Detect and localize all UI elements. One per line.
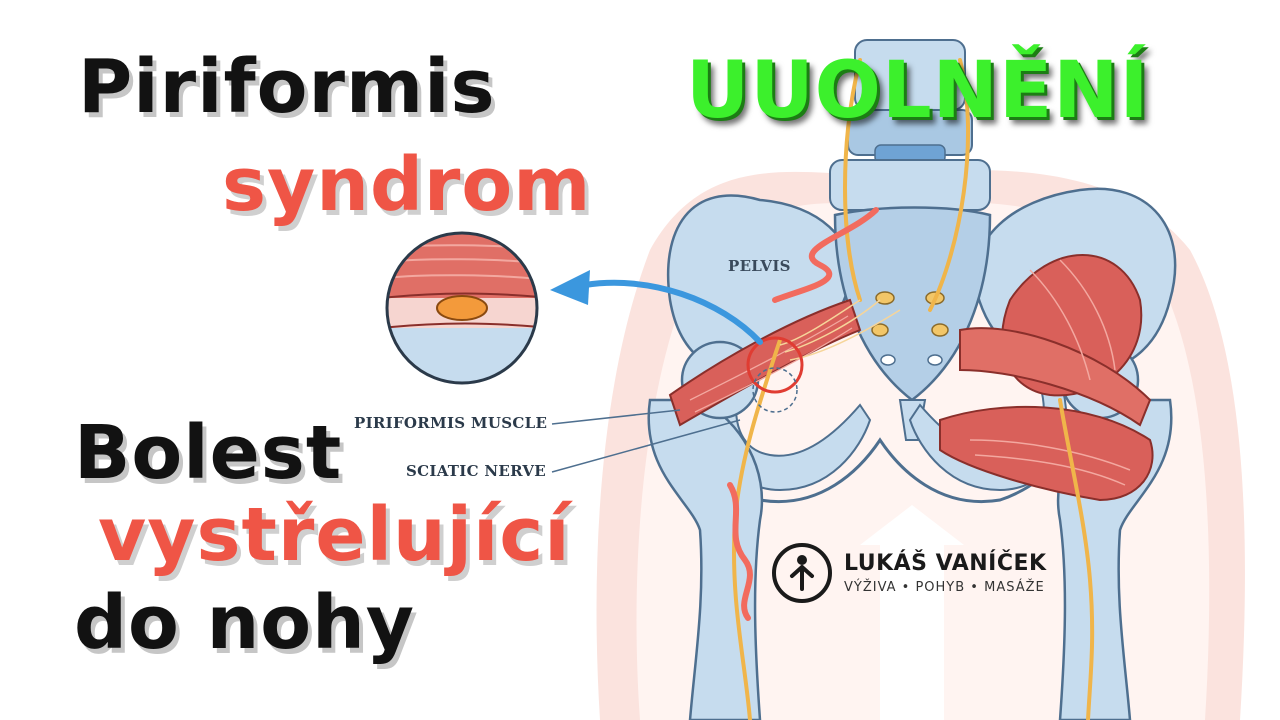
brand-name: LUKÁŠ VANÍČEK [844, 551, 1047, 576]
up-arrow-shape [860, 505, 964, 720]
sacral-foramina [871, 291, 949, 337]
right-gluteal-muscles [939, 254, 1154, 502]
focus-circle [746, 336, 804, 394]
piriformis-fibers [689, 315, 853, 413]
pain-zigzag-upper [772, 207, 879, 303]
title-line-1: Piriformis [78, 44, 496, 130]
brand-logo-icon [772, 543, 832, 603]
nerve-leader-line [551, 419, 741, 473]
callout-arrowhead [550, 270, 590, 305]
title-badge: UUOLNĚNÍ [686, 46, 1150, 136]
focus-circle-dashed [752, 367, 798, 413]
zoom-inset [385, 231, 539, 385]
brand-block: LUKÁŠ VANÍČEK VÝŽIVA • POHYB • MASÁŽE [772, 543, 1047, 603]
subtitle-line-3: do nohy [74, 580, 416, 666]
muscle-leader-line [551, 409, 681, 425]
piriformis-muscle-label: PIRIFORMIS MUSCLE [354, 414, 548, 432]
subtitle-line-2: vystřelující [98, 492, 571, 578]
sacral-holes [880, 354, 943, 366]
subtitle-line-1: Bolest [74, 410, 343, 496]
title-line-2: syndrom [222, 142, 592, 228]
brand-logo-spacer [772, 543, 832, 603]
brand-tagline: VÝŽIVA • POHYB • MASÁŽE [844, 580, 1045, 595]
pelvis-label: PELVIS [728, 257, 791, 275]
sciatic-nerve-label: SCIATIC NERVE [406, 462, 546, 480]
pain-zigzag-lower [727, 482, 753, 621]
callout-arrow [582, 279, 763, 345]
brand-text: LUKÁŠ VANÍČEK VÝŽIVA • POHYB • MASÁŽE [844, 551, 1047, 595]
spine [829, 39, 991, 211]
